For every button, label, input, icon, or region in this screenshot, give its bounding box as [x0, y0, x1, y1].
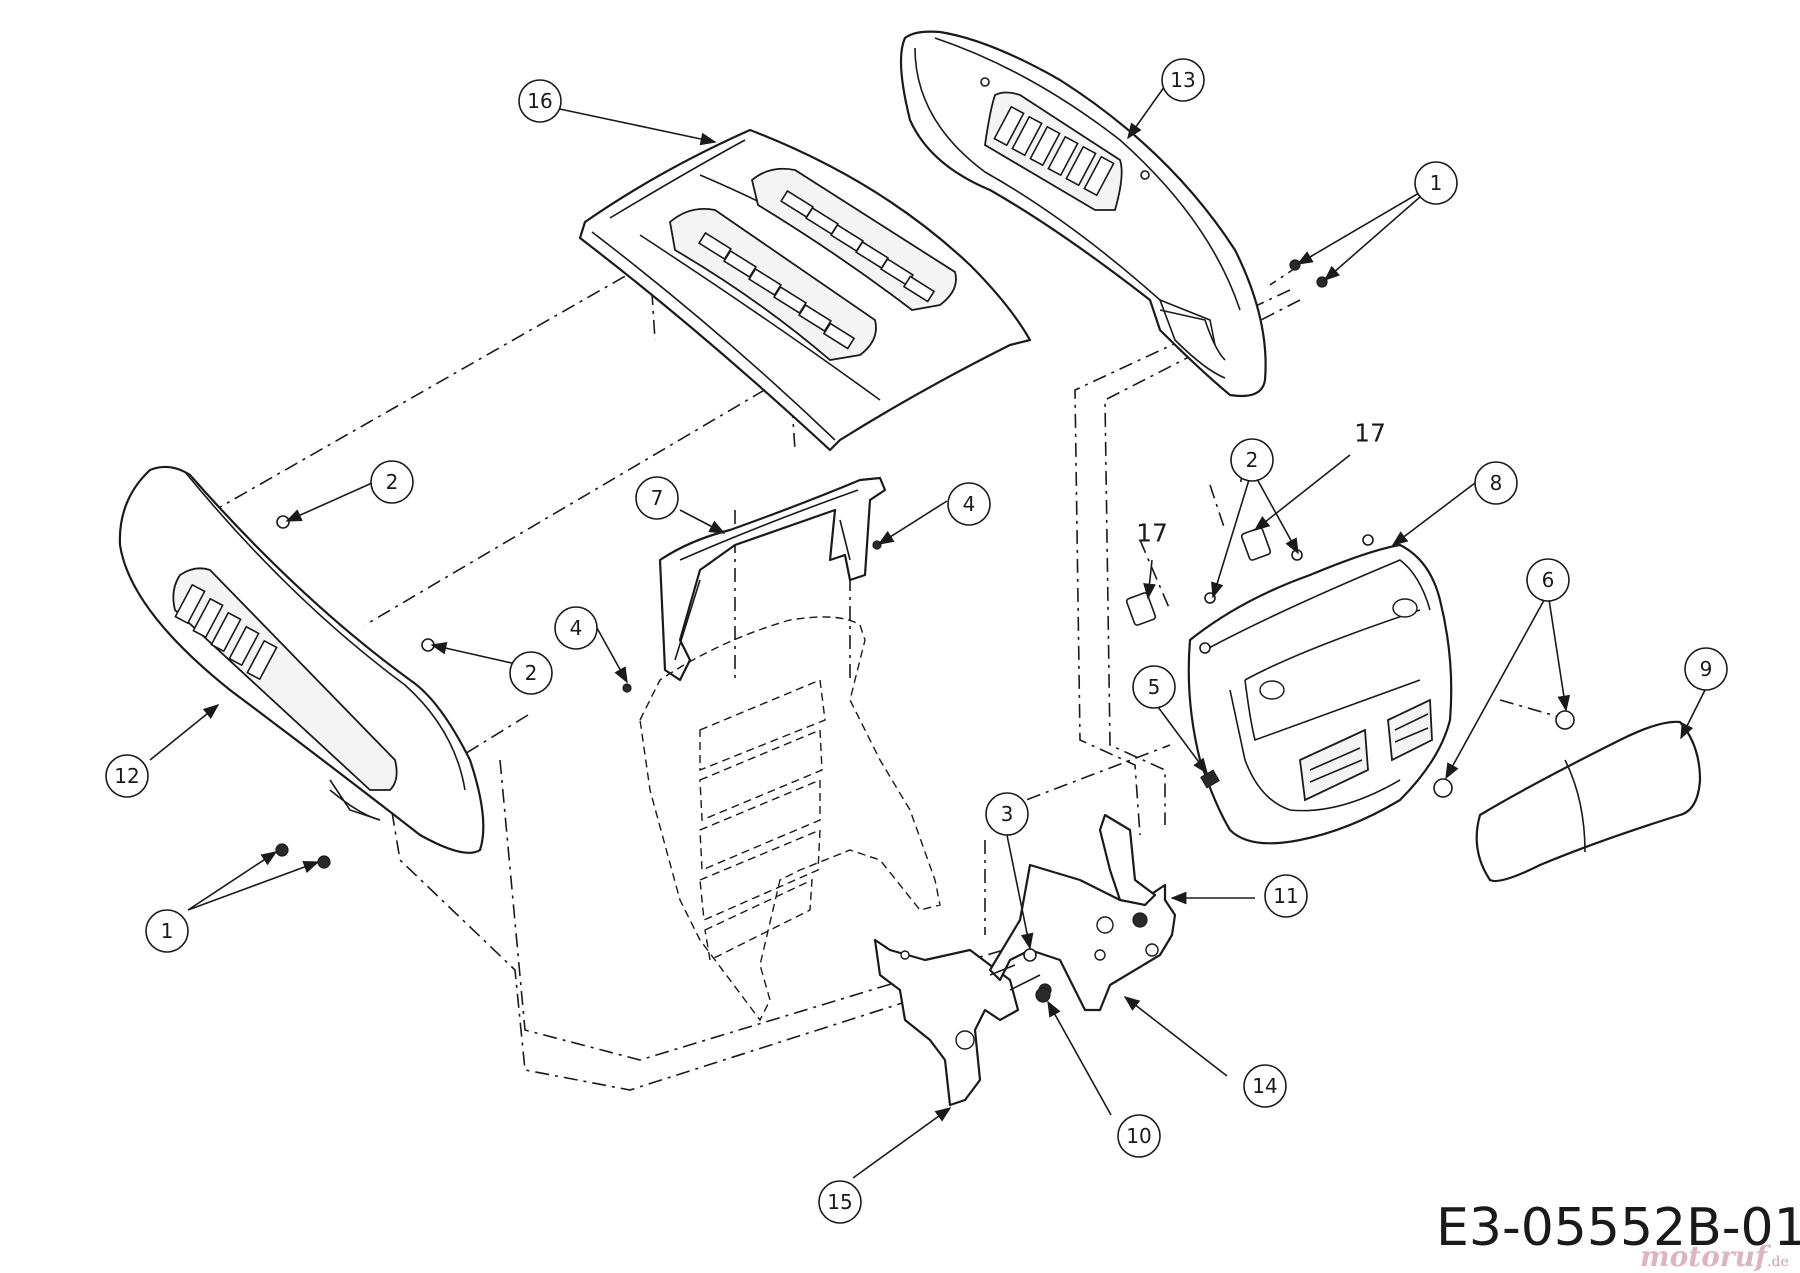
callout-2-left-top-text: 2 — [386, 470, 399, 494]
callout-4-left-text: 4 — [570, 616, 583, 640]
callout-12: 12 — [105, 754, 149, 798]
callout-11-text: 11 — [1273, 884, 1298, 908]
leader-lines — [149, 82, 1706, 1179]
callout-2-top-text: 2 — [1246, 448, 1259, 472]
callout-9: 9 — [1684, 647, 1728, 691]
callout-6-text: 6 — [1542, 568, 1555, 592]
callout-13-text: 13 — [1170, 68, 1195, 92]
callout-labels: 16 13 1 2 17 8 7 4 2 17 6 4 2 5 9 1 — [105, 58, 1728, 1224]
frame-hidden-outline — [639, 616, 941, 1022]
callout-1-top: 1 — [1414, 161, 1458, 205]
callout-6: 6 — [1526, 558, 1570, 602]
callout-1-bottom-text: 1 — [161, 919, 174, 943]
front-grille — [1187, 534, 1453, 845]
site-watermark: motoruf.de — [1640, 1240, 1789, 1273]
callout-17-mid-text: 17 — [1136, 519, 1168, 548]
callout-3-text: 3 — [1001, 802, 1014, 826]
callout-11: 11 — [1264, 874, 1308, 918]
assembly-lines — [214, 261, 1571, 1091]
callout-4-right-text: 4 — [963, 492, 976, 516]
callout-17-top: 17 — [1354, 419, 1386, 448]
callout-4-left: 4 — [554, 606, 598, 650]
callout-15-text: 15 — [827, 1190, 852, 1214]
callout-5-text: 5 — [1148, 675, 1161, 699]
drawing-number: E3-05552B-01 — [1436, 1198, 1800, 1258]
left-side-panel — [118, 465, 485, 854]
right-side-panel — [899, 30, 1267, 398]
callout-5: 5 — [1132, 665, 1176, 709]
callout-13: 13 — [1161, 58, 1205, 102]
watermark-name: motoruf — [1640, 1240, 1768, 1273]
bracket-assembly — [873, 813, 1177, 1107]
callout-2-left-bottom: 2 — [509, 651, 553, 695]
callout-2-left-bottom-text: 2 — [525, 661, 538, 685]
callout-8-text: 8 — [1490, 471, 1503, 495]
callout-15: 15 — [818, 1180, 862, 1224]
callout-2-top: 2 — [1230, 438, 1274, 482]
callout-1-top-text: 1 — [1430, 171, 1443, 195]
watermark-tld: .de — [1767, 1254, 1789, 1270]
dash-panel — [658, 476, 887, 682]
callout-16-text: 16 — [527, 89, 552, 113]
callout-12-text: 12 — [114, 764, 139, 788]
callout-9-text: 9 — [1700, 657, 1713, 681]
callout-7-text: 7 — [651, 486, 664, 510]
callout-14: 14 — [1243, 1064, 1287, 1108]
callout-7: 7 — [635, 476, 679, 520]
callout-17-top-text: 17 — [1354, 419, 1386, 448]
hood-panel — [578, 128, 1032, 452]
callout-10: 10 — [1117, 1114, 1161, 1158]
callout-2-left-top: 2 — [370, 460, 414, 504]
callout-17-mid: 17 — [1136, 519, 1168, 548]
callout-14-text: 14 — [1252, 1074, 1277, 1098]
callout-8: 8 — [1474, 461, 1518, 505]
callout-4-right: 4 — [947, 482, 991, 526]
callout-3: 3 — [985, 792, 1029, 836]
callout-10-text: 10 — [1126, 1124, 1151, 1148]
headlight-lens — [1475, 720, 1702, 883]
callout-1-bottom: 1 — [145, 909, 189, 953]
callout-16: 16 — [518, 79, 562, 123]
